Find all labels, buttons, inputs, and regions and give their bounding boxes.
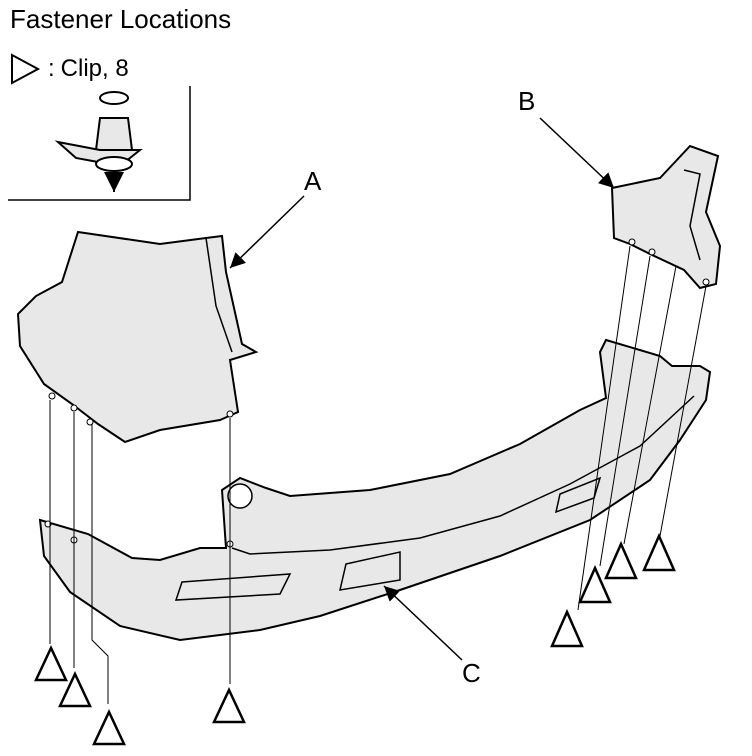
side-spacer-a	[16, 230, 259, 444]
clip-marker-icon	[34, 645, 68, 682]
legend-text: Clip, 8	[60, 55, 129, 82]
clip-marker-icon	[212, 687, 246, 724]
leader-arrows	[229, 117, 615, 661]
callout-c-label: C	[462, 658, 481, 688]
legend: : Clip, 8	[8, 52, 129, 86]
clip-detail-inset	[8, 86, 191, 201]
callout-a-label: A	[304, 166, 322, 196]
clip-marker-icon	[578, 564, 612, 604]
callout-b-label: B	[518, 86, 535, 116]
clip-marker-icon	[642, 532, 676, 572]
legend-separator: :	[48, 55, 55, 82]
alignment-lines	[49, 245, 707, 704]
clip-marker-icon	[58, 671, 92, 708]
clip-marker-icon	[550, 608, 584, 648]
clip-marker-icon	[92, 709, 126, 746]
clip-symbol-icon	[11, 53, 41, 85]
clip-marker-icon	[604, 540, 638, 580]
clip-markers	[34, 532, 676, 746]
side-spacer-b	[610, 144, 722, 290]
diagram-title: Fastener Locations	[10, 4, 232, 34]
